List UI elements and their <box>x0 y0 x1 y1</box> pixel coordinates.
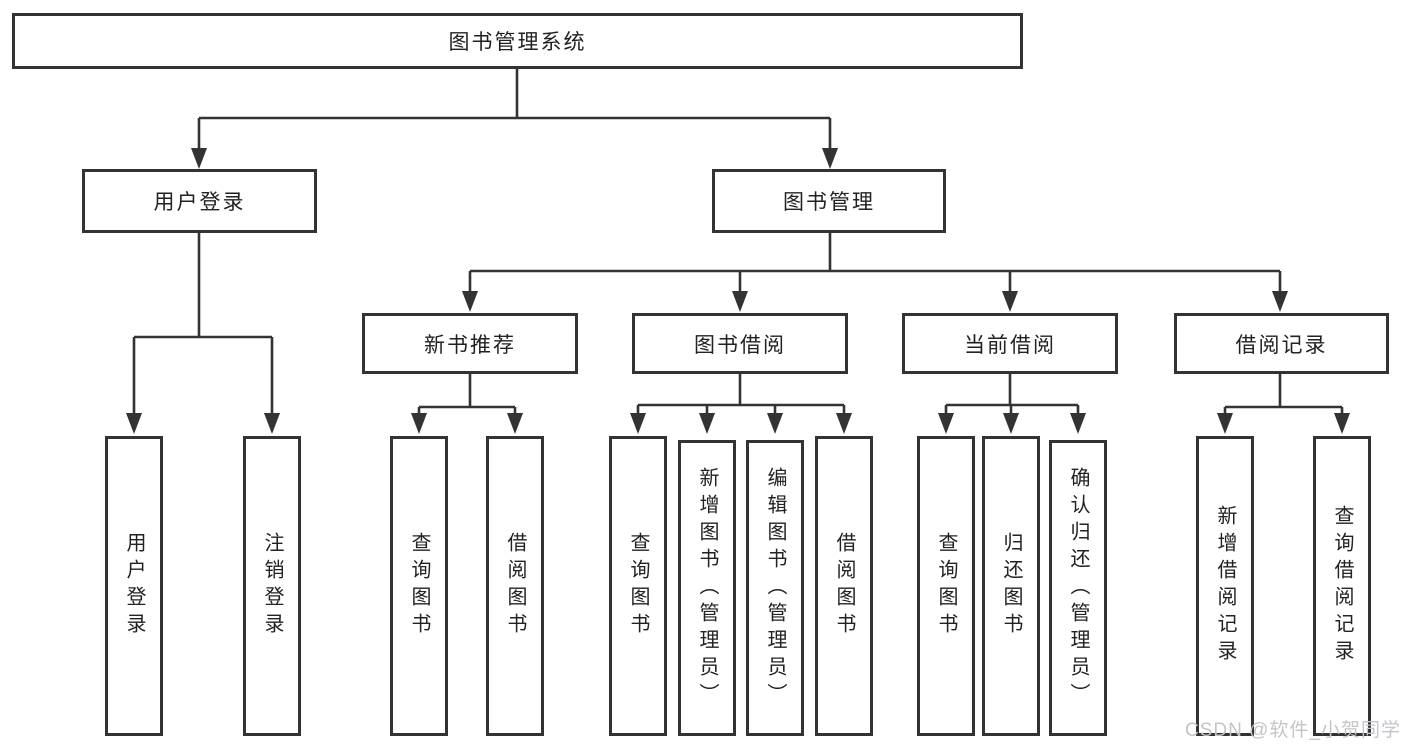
leaf-query-books-borrow-label: 查询图书 <box>627 532 649 640</box>
node-book-borrow: 图书借阅 <box>632 313 848 374</box>
watermark: CSDN @软件_小贺同学 <box>1185 720 1401 741</box>
leaf-logout-label: 注销登录 <box>261 532 283 640</box>
leaf-return-books: 归还图书 <box>982 436 1040 736</box>
leaf-borrow-books-recommend-label: 借阅图书 <box>504 532 526 640</box>
node-root: 图书管理系统 <box>12 13 1023 69</box>
node-current-borrow: 当前借阅 <box>902 313 1118 374</box>
leaf-borrow-books: 借阅图书 <box>815 436 873 736</box>
leaf-query-books-recommend-label: 查询图书 <box>408 532 430 640</box>
leaf-query-borrow-record: 查询借阅记录 <box>1313 436 1371 736</box>
leaf-add-book-admin: 新增图书（管理员） <box>678 440 736 736</box>
node-borrow-records: 借阅记录 <box>1174 313 1389 374</box>
node-new-book-recommend: 新书推荐 <box>362 313 578 374</box>
leaf-edit-book-admin: 编辑图书（管理员） <box>746 440 804 736</box>
connector-segments <box>132 69 1344 418</box>
node-user-login: 用户登录 <box>82 169 317 233</box>
leaf-confirm-return-admin: 确认归还（管理员） <box>1049 440 1107 736</box>
leaf-borrow-books-label: 借阅图书 <box>833 532 855 640</box>
arrowheads <box>126 148 1350 434</box>
leaf-user-login-label: 用户登录 <box>123 532 145 640</box>
leaf-user-login: 用户登录 <box>105 436 163 736</box>
leaf-query-books-current-label: 查询图书 <box>935 532 957 640</box>
leaf-edit-book-admin-label: 编辑图书（管理员） <box>764 466 786 710</box>
leaf-query-books-current: 查询图书 <box>917 436 975 736</box>
leaf-borrow-books-recommend: 借阅图书 <box>486 436 544 736</box>
leaf-query-books-recommend: 查询图书 <box>390 436 448 736</box>
leaf-query-borrow-record-label: 查询借阅记录 <box>1331 505 1353 667</box>
leaf-add-borrow-record-label: 新增借阅记录 <box>1214 505 1236 667</box>
leaf-query-books-borrow: 查询图书 <box>609 436 667 736</box>
leaf-add-borrow-record: 新增借阅记录 <box>1196 436 1254 736</box>
leaf-add-book-admin-label: 新增图书（管理员） <box>696 466 718 710</box>
node-book-management: 图书管理 <box>712 169 946 233</box>
leaf-logout: 注销登录 <box>243 436 301 736</box>
leaf-confirm-return-admin-label: 确认归还（管理员） <box>1067 466 1089 710</box>
leaf-return-books-label: 归还图书 <box>1000 532 1022 640</box>
